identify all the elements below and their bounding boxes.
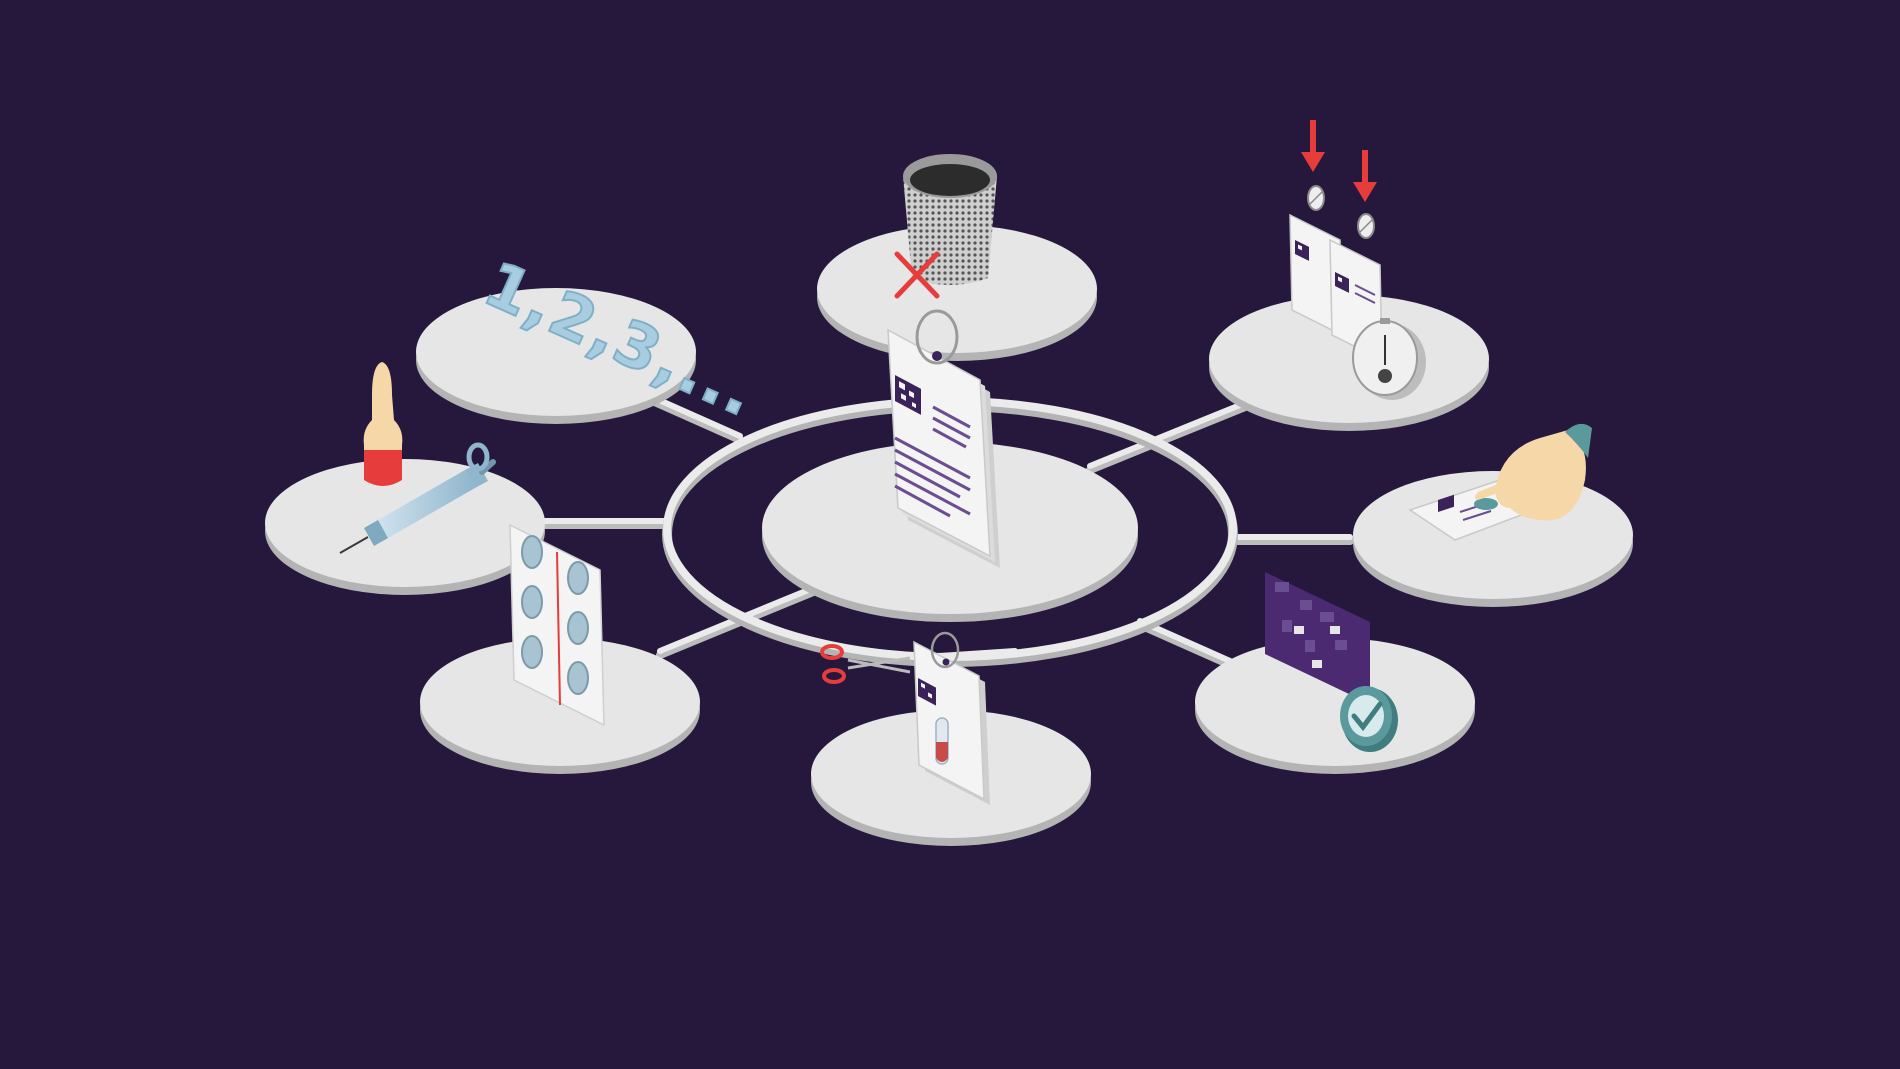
cross-mark-icon [894,251,940,299]
trash-bin-icon [894,154,997,299]
platform-timing [1209,295,1489,431]
syringe-icon [339,442,496,554]
ampoule-syringe-icon [339,362,496,554]
scissors-icon [820,644,911,684]
platform-counting [416,288,696,424]
stopwatch-icon [1352,318,1426,400]
scissors-label-tube-icon [820,631,990,805]
pill-icon [1307,185,1375,239]
qr-code-check-icon [1265,572,1398,752]
blister-pack-icon [509,523,605,727]
hand-scan-label-icon [1408,423,1592,541]
dose-timer-icon [1289,120,1426,400]
down-arrow-icon [1301,120,1377,202]
ampoule-icon [363,362,403,486]
platform-tablets [420,638,700,774]
medication-label-stack-icon [887,309,1000,568]
platform-verification [1195,638,1475,774]
check-badge-icon [1340,686,1398,752]
test-tube-icon [935,717,949,765]
platform-waste [817,225,1097,361]
